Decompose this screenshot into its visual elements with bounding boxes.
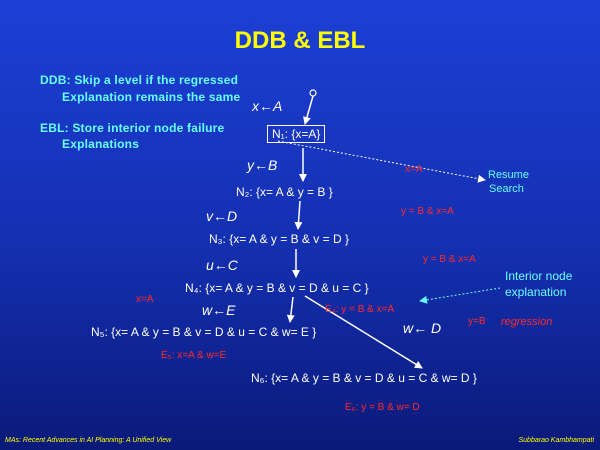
annotation-e6: E₆: y = B & w= D [345,402,420,413]
resume-search-label-line1: Resume [488,169,529,181]
node-n6: N₆: {x= A & y = B & v = D & u = C & w= D… [251,371,477,385]
assign-x: x←A [252,98,283,114]
slide-title: DDB & EBL [234,27,366,54]
footer-right-text: Subbarao Kambhampati [518,437,595,444]
interior-node-label-line2: explanation [505,285,567,299]
node-n5: N₅: {x= A & y = B & v = D & u = C & w= E… [91,325,317,339]
footer-left-text: MAs: Recent Advances in AI Planning: A U… [5,437,172,444]
resume-search-dotted-line [277,140,486,183]
edge-n4-n5 [286,296,295,323]
node-n3: N₃: {x= A & y = B & v = D } [209,232,349,246]
edge-n2-n3 [294,200,303,230]
interior-node-label-line1: Interior node [505,269,573,283]
assign-y: y←B [247,157,278,173]
ddb-description-line1: DDB: Skip a level if the regressed [40,73,239,87]
annotation-e5: E₅: x=A & w=E [161,350,227,361]
ebl-description-line1: EBL: Store interior node failure [40,121,225,135]
annotation-yb-xa-1: y = B & x=A [401,206,454,217]
assign-w-right: w← D [403,320,442,336]
annotation-e4: E₄: y = B & x=A [325,304,395,315]
annotation-regression: regression [501,316,553,328]
edge-root-n1 [303,95,314,125]
root-node-circle [309,89,317,97]
assign-v: v←D [206,208,238,224]
assign-w-left: w←E [202,302,236,318]
assign-u: u←C [206,257,238,273]
interior-explanation-dotted-line [419,287,501,304]
annotation-xa-top: x=A [405,164,423,175]
edge-n4-n6 [304,295,423,369]
node-n4: N₄: {x= A & y = B & v = D & u = C } [185,281,369,295]
ddb-description-line2: Explanation remains the same [62,90,241,104]
annotation-yb: y=B [468,316,486,327]
node-n1: N₁: {x=A} [267,125,326,143]
resume-search-label-line2: Search [489,183,524,195]
annotation-xa-left: x=A [136,294,154,305]
ebl-description-line2: Explanations [62,137,140,151]
node-n2: N₂: {x= A & y = B } [236,185,333,199]
annotation-yb-xa-2: y = B & x=A [423,254,476,265]
